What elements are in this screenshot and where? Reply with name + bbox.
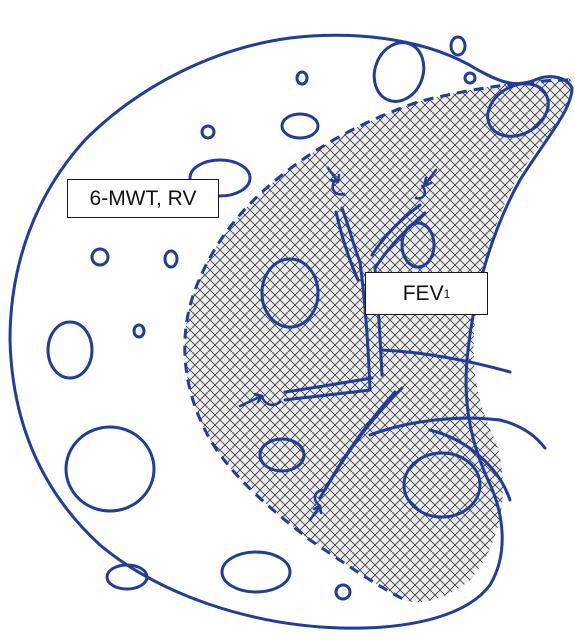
outer-region-label: 6-MWT, RV bbox=[67, 179, 219, 218]
cyst bbox=[465, 73, 475, 83]
cyst bbox=[107, 565, 147, 589]
cyst bbox=[66, 427, 154, 511]
outer-region-label-text: 6-MWT, RV bbox=[90, 187, 197, 211]
cyst bbox=[202, 126, 214, 138]
inner-region-label-text: FEV bbox=[403, 282, 444, 306]
cyst bbox=[222, 552, 290, 592]
cyst bbox=[134, 325, 144, 337]
cyst bbox=[297, 72, 307, 84]
cyst bbox=[165, 251, 177, 267]
cyst bbox=[282, 114, 318, 138]
cyst bbox=[451, 37, 465, 55]
cyst bbox=[48, 322, 92, 378]
inner-region-label-subscript: 1 bbox=[444, 287, 451, 301]
cyst bbox=[92, 249, 108, 265]
cyst bbox=[336, 585, 350, 599]
